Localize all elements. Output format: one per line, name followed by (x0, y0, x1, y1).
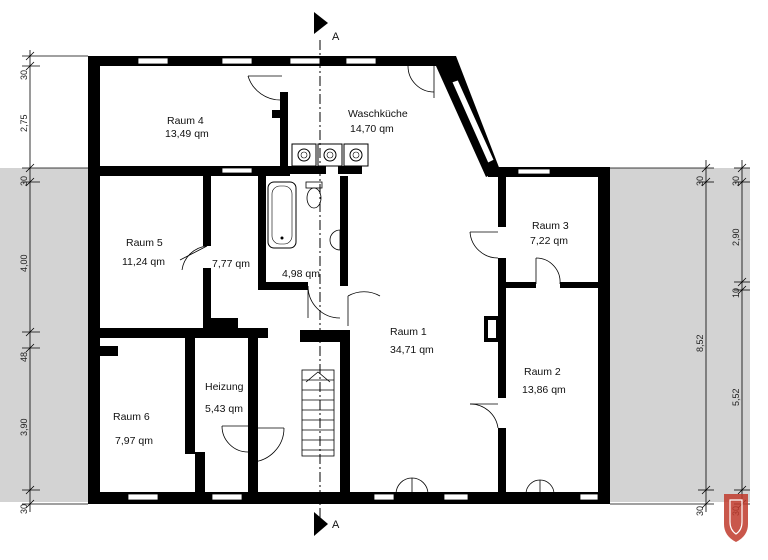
dimension-chain-left: 30 2,75 30 4,00 48 3,90 30 (19, 50, 88, 514)
room-area-waschkueche: 14,70 qm (350, 123, 394, 135)
dim-right-outer-1: 30 (695, 176, 705, 186)
room-name-raum5: Raum 5 (126, 237, 163, 249)
washing-machines (291, 143, 369, 167)
window (345, 57, 377, 65)
dim-right-inner-1: 30 (731, 176, 741, 186)
room-area-bad: 4,98 qm (282, 268, 320, 280)
dim-right-inner-3: 10 (731, 288, 741, 298)
section-label-bottom: A (332, 519, 340, 531)
window (211, 493, 243, 501)
window (579, 493, 599, 501)
window (221, 57, 253, 65)
window (451, 79, 495, 164)
room-name-raum2: Raum 2 (524, 366, 561, 378)
shield-logo (724, 494, 748, 542)
dim-right-inner-4: 5,52 (731, 388, 741, 406)
ground-area (0, 168, 750, 502)
toilet (305, 181, 323, 209)
section-arrow-top (314, 12, 328, 34)
window (137, 57, 169, 65)
staircase (301, 369, 335, 457)
room-name-heizung: Heizung (205, 381, 244, 393)
room-name-raum1: Raum 1 (390, 326, 427, 338)
room-area-raum6: 7,97 qm (115, 435, 153, 447)
room-area-flur: 7,77 qm (212, 258, 250, 270)
bathtub (267, 181, 297, 249)
room-area-raum3: 7,22 qm (530, 235, 568, 247)
dim-left-4: 4,00 (19, 254, 29, 272)
dim-left-7: 30 (19, 504, 29, 514)
dim-left-1: 30 (19, 70, 29, 80)
window (443, 493, 469, 501)
dimension-chain-right-inner: 30 2,90 10 5,52 30 (731, 160, 750, 516)
dim-left-3: 30 (19, 176, 29, 186)
window (517, 168, 551, 175)
doors (179, 65, 561, 495)
window (373, 493, 395, 501)
sink (329, 229, 341, 251)
room-name-raum4: Raum 4 (167, 115, 204, 127)
dim-right-outer-2: 8,52 (695, 334, 705, 352)
room-name-raum6: Raum 6 (113, 411, 150, 423)
window (221, 167, 253, 174)
windows (127, 57, 599, 501)
room-name-raum3: Raum 3 (532, 220, 569, 232)
dim-right-inner-2: 2,90 (731, 228, 741, 246)
room-area-heizung: 5,43 qm (205, 403, 243, 415)
room-name-waschkueche: Waschküche (348, 108, 408, 120)
section-label-top: A (332, 31, 340, 43)
dimension-chain-right-outer: 30 8,52 30 (610, 160, 714, 516)
dim-left-6: 3,90 (19, 418, 29, 436)
section-line: A A (314, 12, 340, 536)
room-area-raum5: 11,24 qm (122, 256, 165, 268)
dim-left-2: 2,75 (19, 114, 29, 132)
window (127, 493, 159, 501)
room-area-raum1: 34,71 qm (390, 344, 434, 356)
dim-left-5: 48 (19, 352, 29, 362)
room-labels: Raum 4 13,49 qm Waschküche 14,70 qm Raum… (113, 108, 569, 447)
section-arrow-bottom (314, 512, 328, 536)
room-area-raum2: 13,86 qm (522, 384, 566, 396)
dim-right-outer-3: 30 (695, 506, 705, 516)
room-area-raum4: 13,49 qm (165, 128, 209, 140)
window (289, 57, 321, 65)
